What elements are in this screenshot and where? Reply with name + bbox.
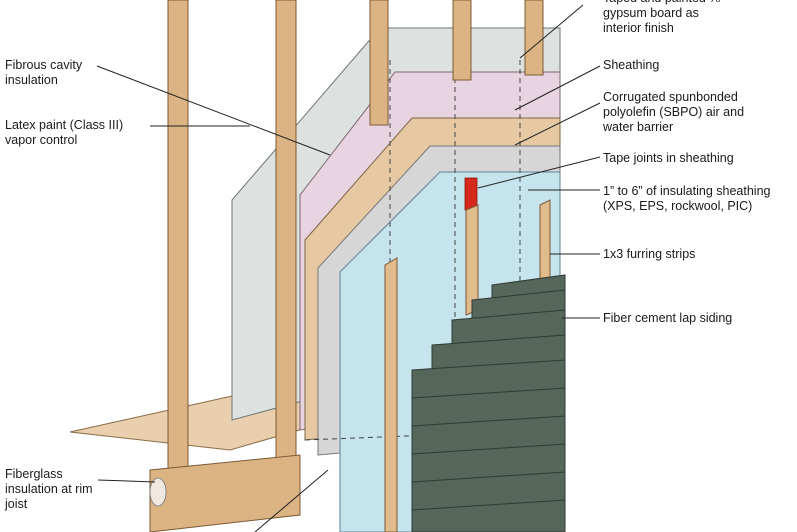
rim-insulation (149, 477, 167, 507)
drywall-label: Taped and painted ⅞ gypsum board as inte… (603, 0, 720, 35)
insulating-sheathing-label: 1” to 6” of insulating sheathing (XPS, E… (603, 184, 771, 213)
rim-insulation-label: Fiberglass insulation at rim joist (5, 467, 93, 511)
furring-strips (384, 199, 551, 532)
leader-lines (96, 4, 601, 532)
siding-label: Fiber cement lap siding (603, 311, 733, 325)
furring-strip (384, 257, 398, 532)
stud (369, 0, 389, 126)
furring-strip (539, 199, 551, 291)
stud (452, 0, 472, 81)
sheathing-label: Sheathing (603, 58, 660, 72)
sbpo-label: Corrugated spunbonded polyolefin (SBPO) … (603, 90, 745, 134)
tape-joint (464, 177, 478, 211)
fiber-cement-siding (411, 274, 566, 532)
stud (524, 0, 544, 76)
furring-label: 1x3 furring strips (603, 247, 696, 261)
tape-joints-label: Tape joints in sheathing (603, 151, 734, 165)
siding-course (411, 499, 566, 532)
stud (167, 0, 189, 471)
cavity-insulation-label: Fibrous cavity insulation (5, 58, 83, 87)
rim-joist (149, 454, 301, 532)
furring-strip (465, 204, 479, 316)
latex-paint-label: Latex paint (Class III) vapor control (5, 118, 124, 147)
stud (275, 0, 297, 471)
